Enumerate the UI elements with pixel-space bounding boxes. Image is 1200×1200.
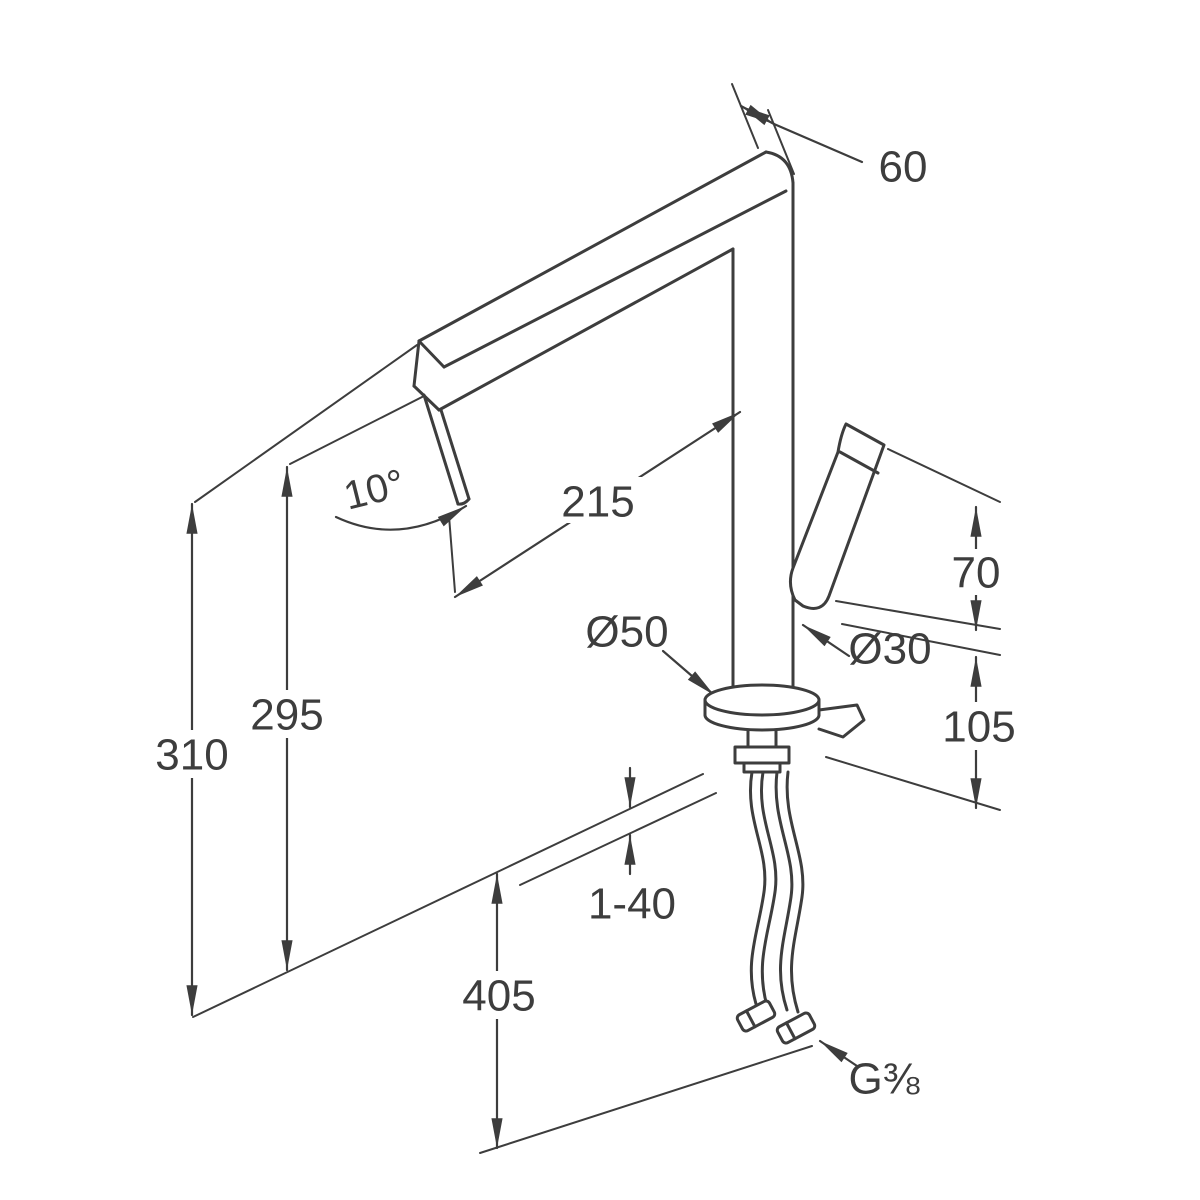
- dim-label-dia50: Ø50: [585, 607, 668, 656]
- extension-line: [767, 109, 795, 175]
- spout-end-left-edge: [412, 339, 421, 388]
- handle-outline: [788, 422, 886, 610]
- dimension-295: 295: [240, 395, 425, 972]
- connector-ring: [744, 1009, 757, 1029]
- faucet-column: [731, 181, 795, 690]
- dim-label-215: 215: [561, 477, 634, 526]
- hose-connector-2: [775, 1011, 817, 1045]
- faucet-handle: [788, 422, 886, 610]
- hose-1-left: [749, 770, 767, 1006]
- callout-dia50: Ø50: [585, 607, 716, 697]
- dimension-60: 60: [731, 83, 928, 191]
- handle-fold-line: [838, 450, 880, 475]
- faucet-mounting-hardware: [733, 728, 791, 774]
- dim-label-deck-thickness: 1-40: [588, 879, 676, 928]
- leader-line: [801, 623, 851, 658]
- dimension-405: 405: [450, 872, 813, 1154]
- swivel-arc: [334, 504, 468, 531]
- spout-rounded-corner: [764, 150, 795, 185]
- dim-label-310: 310: [155, 730, 228, 779]
- label-backing: [930, 702, 1028, 750]
- label-backing: [550, 477, 646, 523]
- connector-ring: [784, 1021, 797, 1041]
- dim-label-295: 295: [250, 690, 323, 739]
- connector-body: [775, 1011, 817, 1045]
- dimension-105: 105: [825, 623, 1028, 811]
- faucet-base-flange: [703, 683, 866, 739]
- spout-outlet-left-edge: [422, 393, 460, 506]
- hose-2-right: [785, 770, 805, 1014]
- callout-dia30: Ø30: [801, 623, 932, 673]
- mounting-wing: [817, 703, 866, 739]
- faucet-spout: [412, 150, 795, 506]
- dim-label-dia30: Ø30: [848, 624, 931, 673]
- spout-outlet-tip: [456, 497, 471, 506]
- dim-label-70: 70: [952, 548, 1001, 597]
- counter-bottom-line: [519, 792, 717, 886]
- dimension-215: 215: [448, 410, 742, 599]
- hose-connectors: [735, 999, 817, 1045]
- counter-surface-lines: [192, 773, 717, 1018]
- hose-connector-1: [735, 999, 777, 1033]
- spout-outlet-right-edge: [439, 408, 471, 501]
- spout-bottom-edge: [437, 247, 735, 412]
- extension-line: [825, 756, 1001, 811]
- flange-bottom: [703, 713, 821, 732]
- extension-line: [289, 395, 425, 465]
- extension-line: [194, 344, 418, 503]
- extension-line: [887, 448, 1001, 503]
- label-backing: [940, 549, 1012, 595]
- label-backing: [450, 971, 548, 1019]
- connector-body: [735, 999, 777, 1033]
- extension-line: [479, 1045, 813, 1154]
- dim-label-405: 405: [462, 971, 535, 1020]
- hose-2-left: [774, 770, 794, 1012]
- leader-line: [818, 1039, 859, 1068]
- extension-line: [448, 515, 456, 593]
- dimension-deck-thickness: 1-40: [588, 766, 676, 928]
- dim-label-thread: G⅜: [849, 1054, 920, 1103]
- spout-end-top-edge: [417, 339, 446, 369]
- dimension-310: 310: [145, 344, 418, 1017]
- dim-label-105: 105: [942, 702, 1015, 751]
- callout-thread: G⅜: [818, 1039, 920, 1103]
- label-backing: [240, 690, 334, 738]
- hose-1-right: [760, 770, 778, 1008]
- flange-top: [703, 683, 821, 717]
- spout-top-front-edge: [442, 189, 788, 369]
- spout-top-back-edge: [417, 150, 768, 343]
- leader-line: [772, 122, 864, 164]
- mounting-nut: [733, 745, 791, 765]
- faucet-supply-hoses: [749, 770, 805, 1014]
- extension-line: [731, 83, 759, 149]
- leader-line: [661, 649, 716, 697]
- counter-top-line: [192, 773, 704, 1018]
- label-backing: [145, 730, 239, 778]
- dimension-70: 70: [835, 448, 1012, 632]
- dimension-line: [739, 104, 776, 126]
- dim-label-60: 60: [879, 142, 928, 191]
- extension-line: [841, 623, 1001, 656]
- dim-label-swivel-angle: 10°: [340, 461, 409, 518]
